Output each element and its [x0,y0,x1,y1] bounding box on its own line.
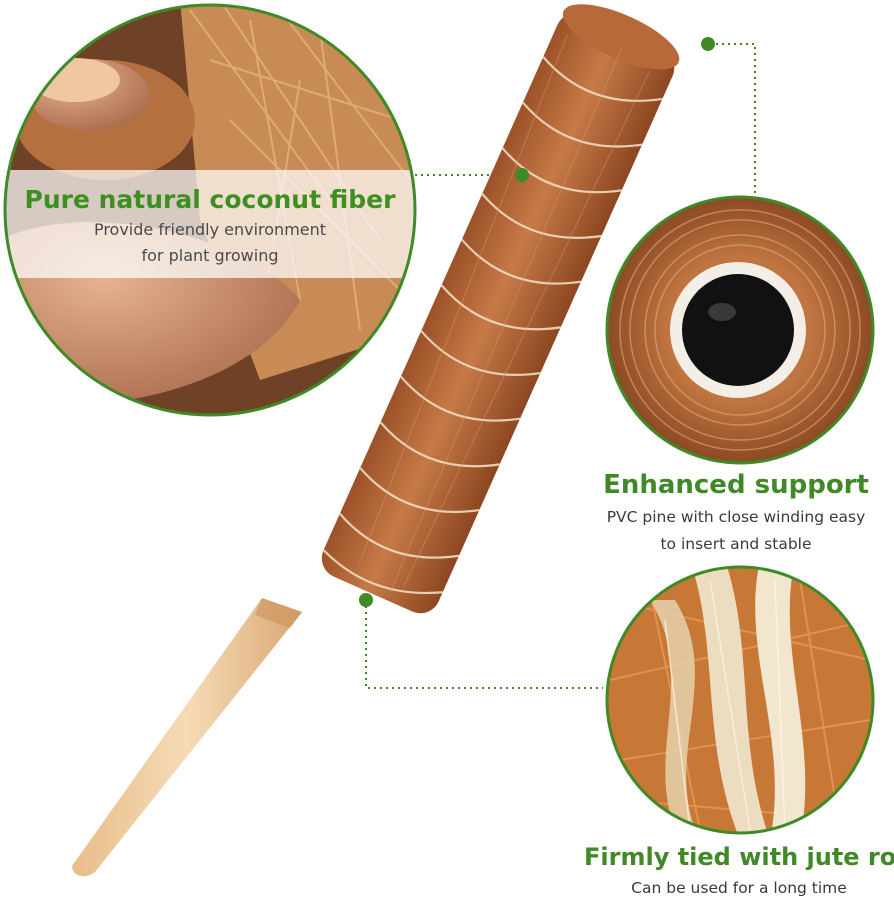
callout-text-line: Can be used for a long time [631,879,847,897]
callout-dots [359,37,715,607]
callout-text-line: to insert and stable [660,535,812,554]
coconut-fiber-circle-image [3,3,417,417]
callout-text-line: PVC pine with close winding easy [606,508,866,526]
callout-title: Pure natural coconut fiber [24,185,396,214]
jute-rope-circle-image [605,565,875,835]
callout-text-line: for plant growing [141,246,279,265]
callout-enhanced-support: Enhanced support PVC pine with close win… [586,470,886,555]
callout-title: Enhanced support [603,470,869,500]
callout-jute-rope: Firmly tied with jute rop Can be used fo… [584,843,894,898]
connector-lines [365,43,756,689]
callout-coconut-fiber: Pure natural coconut fiber Provide frien… [10,185,410,266]
callout-title: Firmly tied with jute rop [584,843,894,871]
coir-pole-image [72,4,680,877]
callout-text-line: Provide friendly environment [93,220,327,239]
pvc-pipe-circle-image [605,195,875,465]
